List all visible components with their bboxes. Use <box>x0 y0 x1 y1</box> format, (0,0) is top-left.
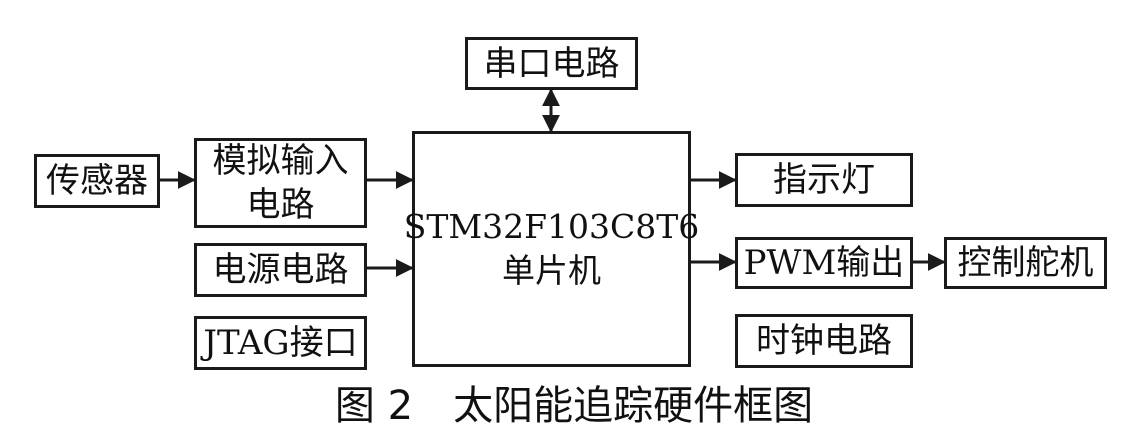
pwm-box: PWM输出 <box>735 237 913 289</box>
power-box: 电源电路 <box>194 243 367 297</box>
clock-box: 时钟电路 <box>735 314 913 368</box>
indicator-box: 指示灯 <box>735 153 913 207</box>
jtag-box: JTAG接口 <box>194 316 367 370</box>
mcu-box: STM32F103C8T6 单片机 <box>404 131 699 367</box>
sensor-box: 传感器 <box>34 154 160 208</box>
servo-box: 控制舵机 <box>944 237 1107 289</box>
analog-input-box: 模拟输入 电路 <box>194 138 367 228</box>
figure-caption: 图 2 太阳能追踪硬件框图 <box>334 383 814 429</box>
serial-box: 串口电路 <box>465 37 638 90</box>
